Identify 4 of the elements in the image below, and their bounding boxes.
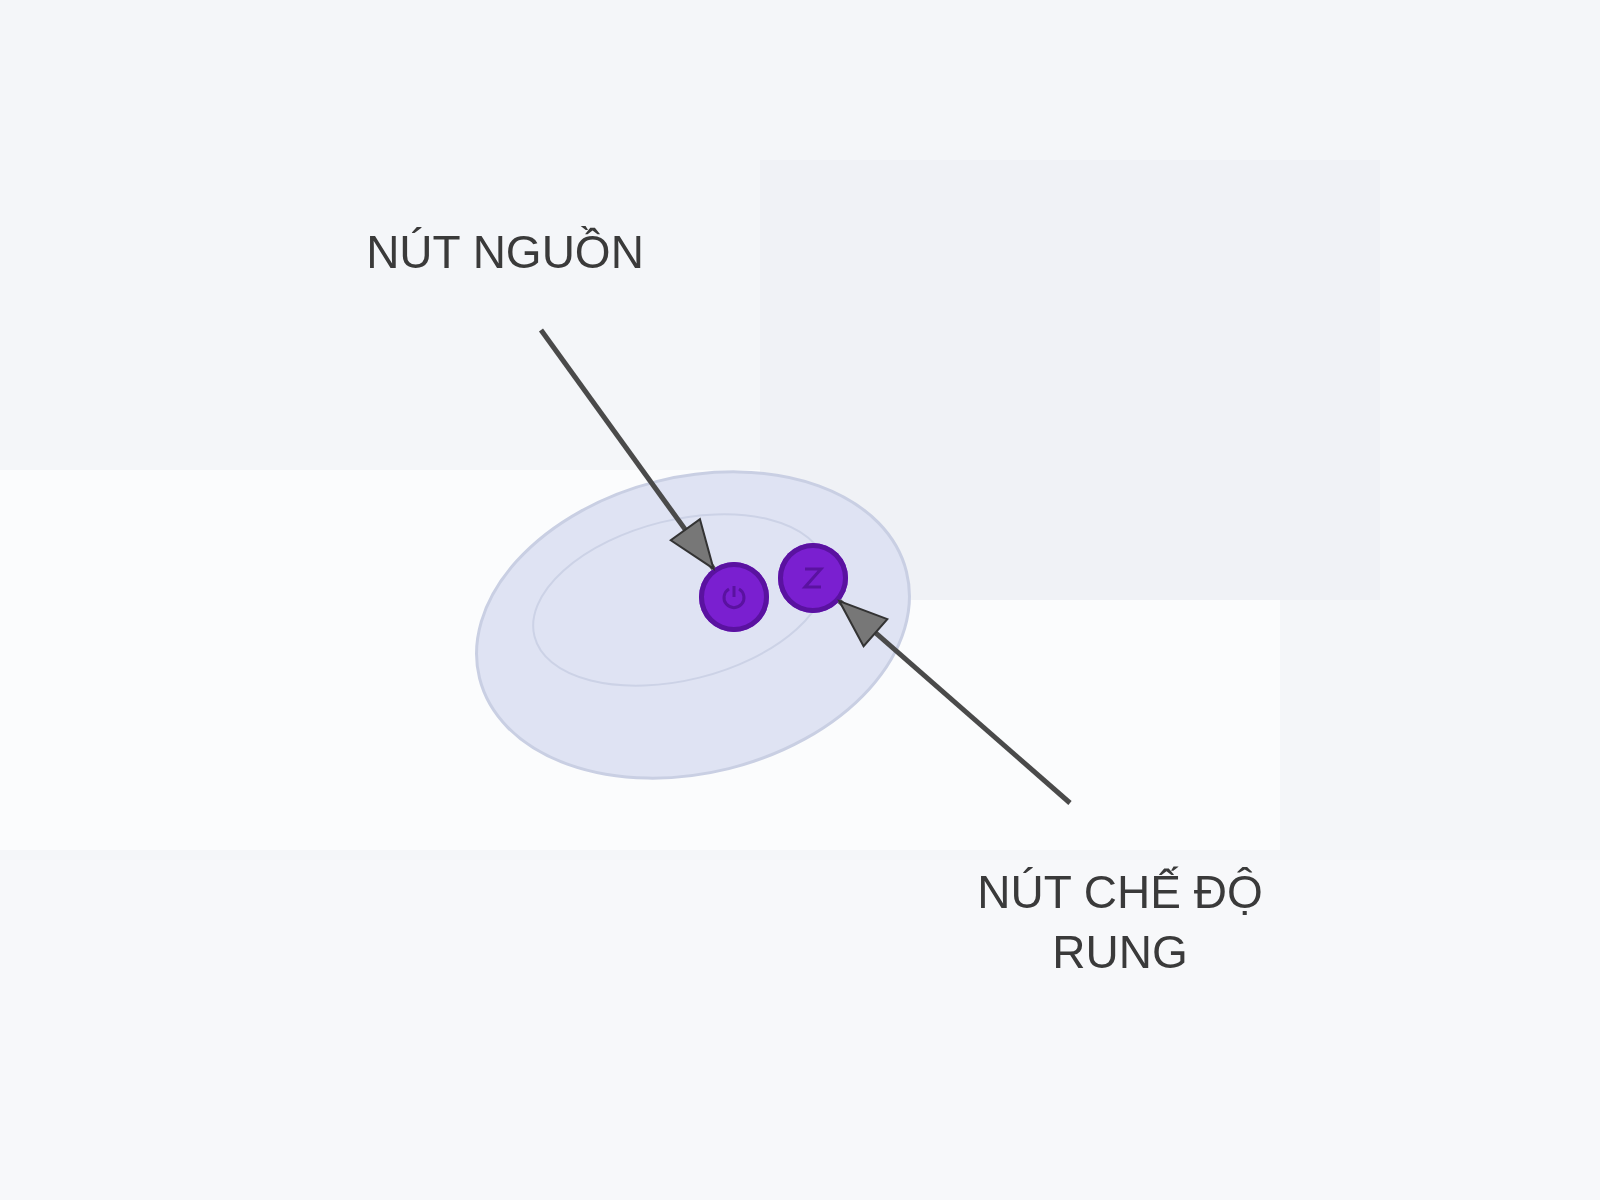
arrow [538,328,716,571]
callout-label: NÚT CHẾ ĐỘ RUNG [920,862,1320,982]
arrow [837,599,1072,805]
callout-label: NÚT NGUỒN [330,222,680,282]
